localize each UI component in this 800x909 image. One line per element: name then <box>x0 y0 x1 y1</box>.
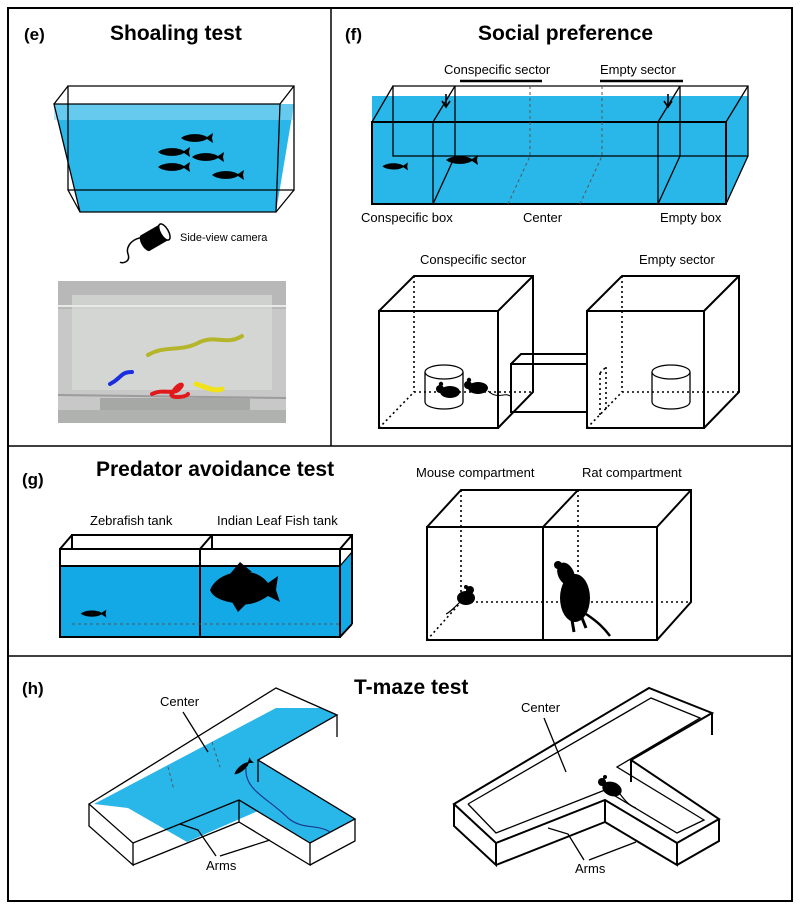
mouse-compartment-label: Mouse compartment <box>416 465 535 480</box>
mice-social <box>436 377 511 398</box>
rat <box>554 561 611 637</box>
mouse-predator-test <box>445 585 475 615</box>
conspecific-box-label: Conspecific box <box>361 210 453 225</box>
panel-h: (h) T-maze test Center Arms <box>22 676 721 876</box>
empty-box-label: Empty box <box>660 210 722 225</box>
panel-g-label: (g) <box>22 470 44 489</box>
rodent-center-label: Center <box>521 700 561 715</box>
panel-h-title: T-maze test <box>354 676 468 699</box>
rodent-empty-sector-label: Empty sector <box>639 252 716 267</box>
panel-g: (g) Predator avoidance test Zebrafish ta… <box>22 458 692 641</box>
panel-g-title: Predator avoidance test <box>96 458 334 481</box>
fish-center-label: Center <box>160 694 200 709</box>
panel-f-label: (f) <box>345 25 362 44</box>
shoaling-tank <box>53 85 295 213</box>
figure-border <box>7 7 793 902</box>
predator-fish-tanks <box>59 534 353 638</box>
fish-conspecific-sector-label: Conspecific sector <box>444 62 551 77</box>
rat-compartment-label: Rat compartment <box>582 465 682 480</box>
rodent-social-arena <box>378 275 740 429</box>
camera-label: Side-view camera <box>180 232 268 244</box>
mouse-t-maze <box>598 775 637 809</box>
leaf-fish <box>210 562 280 612</box>
panel-f-title: Social preference <box>478 22 653 45</box>
panel-e-label: (e) <box>24 25 45 44</box>
fish-t-maze <box>87 687 357 867</box>
rodent-arms-label: Arms <box>575 861 606 876</box>
social-fish-tank <box>371 85 749 205</box>
rodent-t-maze <box>452 686 721 868</box>
zebrafish-tank-label: Zebrafish tank <box>90 513 173 528</box>
leaf-fish-tank-label: Indian Leaf Fish tank <box>217 513 338 528</box>
tracking-photo <box>57 281 287 423</box>
panel-e-title: Shoaling test <box>110 22 242 45</box>
panel-e: (e) Shoaling test Sid <box>24 22 295 423</box>
panel-f: (f) Social preference Conspecific sector… <box>345 22 749 429</box>
fish-arms-label: Arms <box>206 858 237 873</box>
fish-empty-sector-label: Empty sector <box>600 62 677 77</box>
predator-rodent-compartments <box>426 489 692 641</box>
panel-h-label: (h) <box>22 679 44 698</box>
rodent-conspecific-sector-label: Conspecific sector <box>420 252 527 267</box>
camera-icon <box>119 223 171 264</box>
center-label: Center <box>523 210 563 225</box>
